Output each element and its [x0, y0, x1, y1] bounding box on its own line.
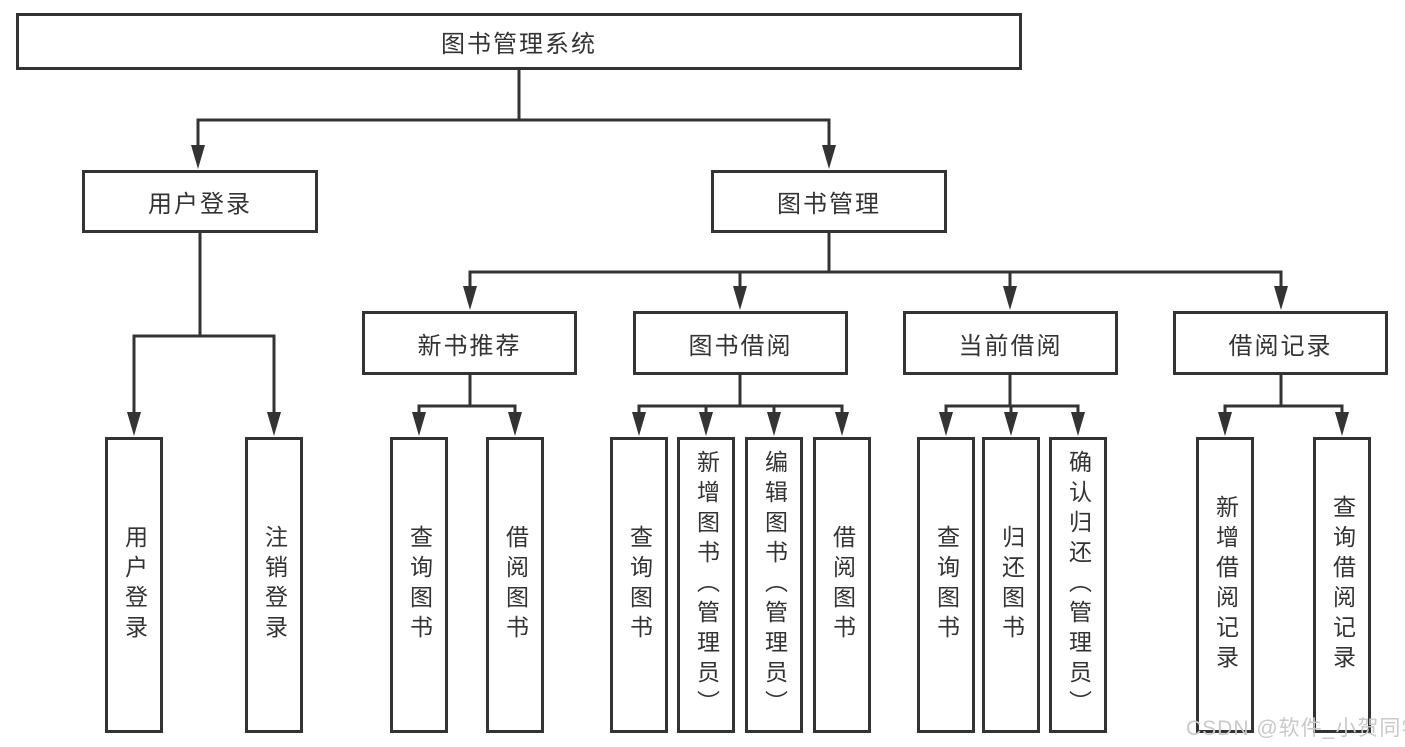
node-current-borrowing-label: 当前借阅: [958, 332, 1063, 360]
leaf-return-book: 归还图书: [982, 437, 1040, 733]
connector-current-borrowing: [939, 375, 1085, 436]
leaf-confirm-return-admin: 确认归还（管理员）: [1049, 437, 1107, 733]
node-root: 图书管理系统: [16, 13, 1022, 70]
leaf-borrow-books-1-label: 借阅图书: [502, 525, 529, 645]
leaf-user-login: 用户登录: [105, 437, 163, 733]
leaf-user-login-label: 用户登录: [121, 525, 148, 645]
node-root-label: 图书管理系统: [441, 31, 597, 58]
leaf-query-books-1: 查询图书: [390, 437, 448, 733]
connector-root: [191, 70, 836, 169]
leaf-query-borrow-record: 查询借阅记录: [1313, 437, 1371, 733]
leaf-return-book-label: 归还图书: [998, 525, 1025, 645]
connector-new-book-recommend: [412, 375, 522, 436]
leaf-borrow-books-2-label: 借阅图书: [829, 525, 856, 645]
leaf-add-borrow-record-label: 新增借阅记录: [1212, 495, 1239, 675]
leaf-confirm-return-admin-label: 确认归还（管理员）: [1065, 450, 1092, 720]
connector-book-borrowing: [632, 375, 849, 436]
node-borrowing-records-label: 借阅记录: [1228, 332, 1333, 360]
node-book-borrowing: 图书借阅: [633, 311, 848, 375]
watermark: CSDN @软件_小贺同学: [1186, 717, 1405, 740]
leaf-edit-book-admin-label: 编辑图书（管理员）: [761, 450, 788, 720]
connector-borrowing-records: [1218, 375, 1349, 436]
leaf-add-book-admin-label: 新增图书（管理员）: [693, 450, 720, 720]
leaf-edit-book-admin: 编辑图书（管理员）: [745, 437, 803, 733]
node-user-login: 用户登录: [82, 170, 318, 233]
leaf-logout-label: 注销登录: [261, 525, 288, 645]
leaf-query-books-2-label: 查询图书: [626, 525, 653, 645]
node-current-borrowing: 当前借阅: [903, 311, 1118, 375]
leaf-logout: 注销登录: [245, 437, 303, 733]
leaf-add-borrow-record: 新增借阅记录: [1196, 437, 1254, 733]
leaf-query-books-2: 查询图书: [610, 437, 668, 733]
leaf-query-books-1-label: 查询图书: [406, 525, 433, 645]
leaf-query-borrow-record-label: 查询借阅记录: [1329, 495, 1356, 675]
node-new-book-recommend: 新书推荐: [362, 311, 577, 375]
leaf-borrow-books-1: 借阅图书: [486, 437, 544, 733]
leaf-query-books-3-label: 查询图书: [933, 525, 960, 645]
node-user-login-label: 用户登录: [148, 191, 252, 218]
node-book-borrowing-label: 图书借阅: [688, 332, 793, 360]
node-new-book-recommend-label: 新书推荐: [417, 332, 522, 360]
leaf-add-book-admin: 新增图书（管理员）: [677, 437, 735, 733]
connector-user-login: [127, 233, 281, 436]
connector-book-management: [463, 233, 1288, 310]
leaf-borrow-books-2: 借阅图书: [813, 437, 871, 733]
node-book-management-label: 图书管理: [777, 191, 881, 218]
node-borrowing-records: 借阅记录: [1173, 311, 1388, 375]
leaf-query-books-3: 查询图书: [917, 437, 975, 733]
node-book-management: 图书管理: [711, 170, 947, 233]
